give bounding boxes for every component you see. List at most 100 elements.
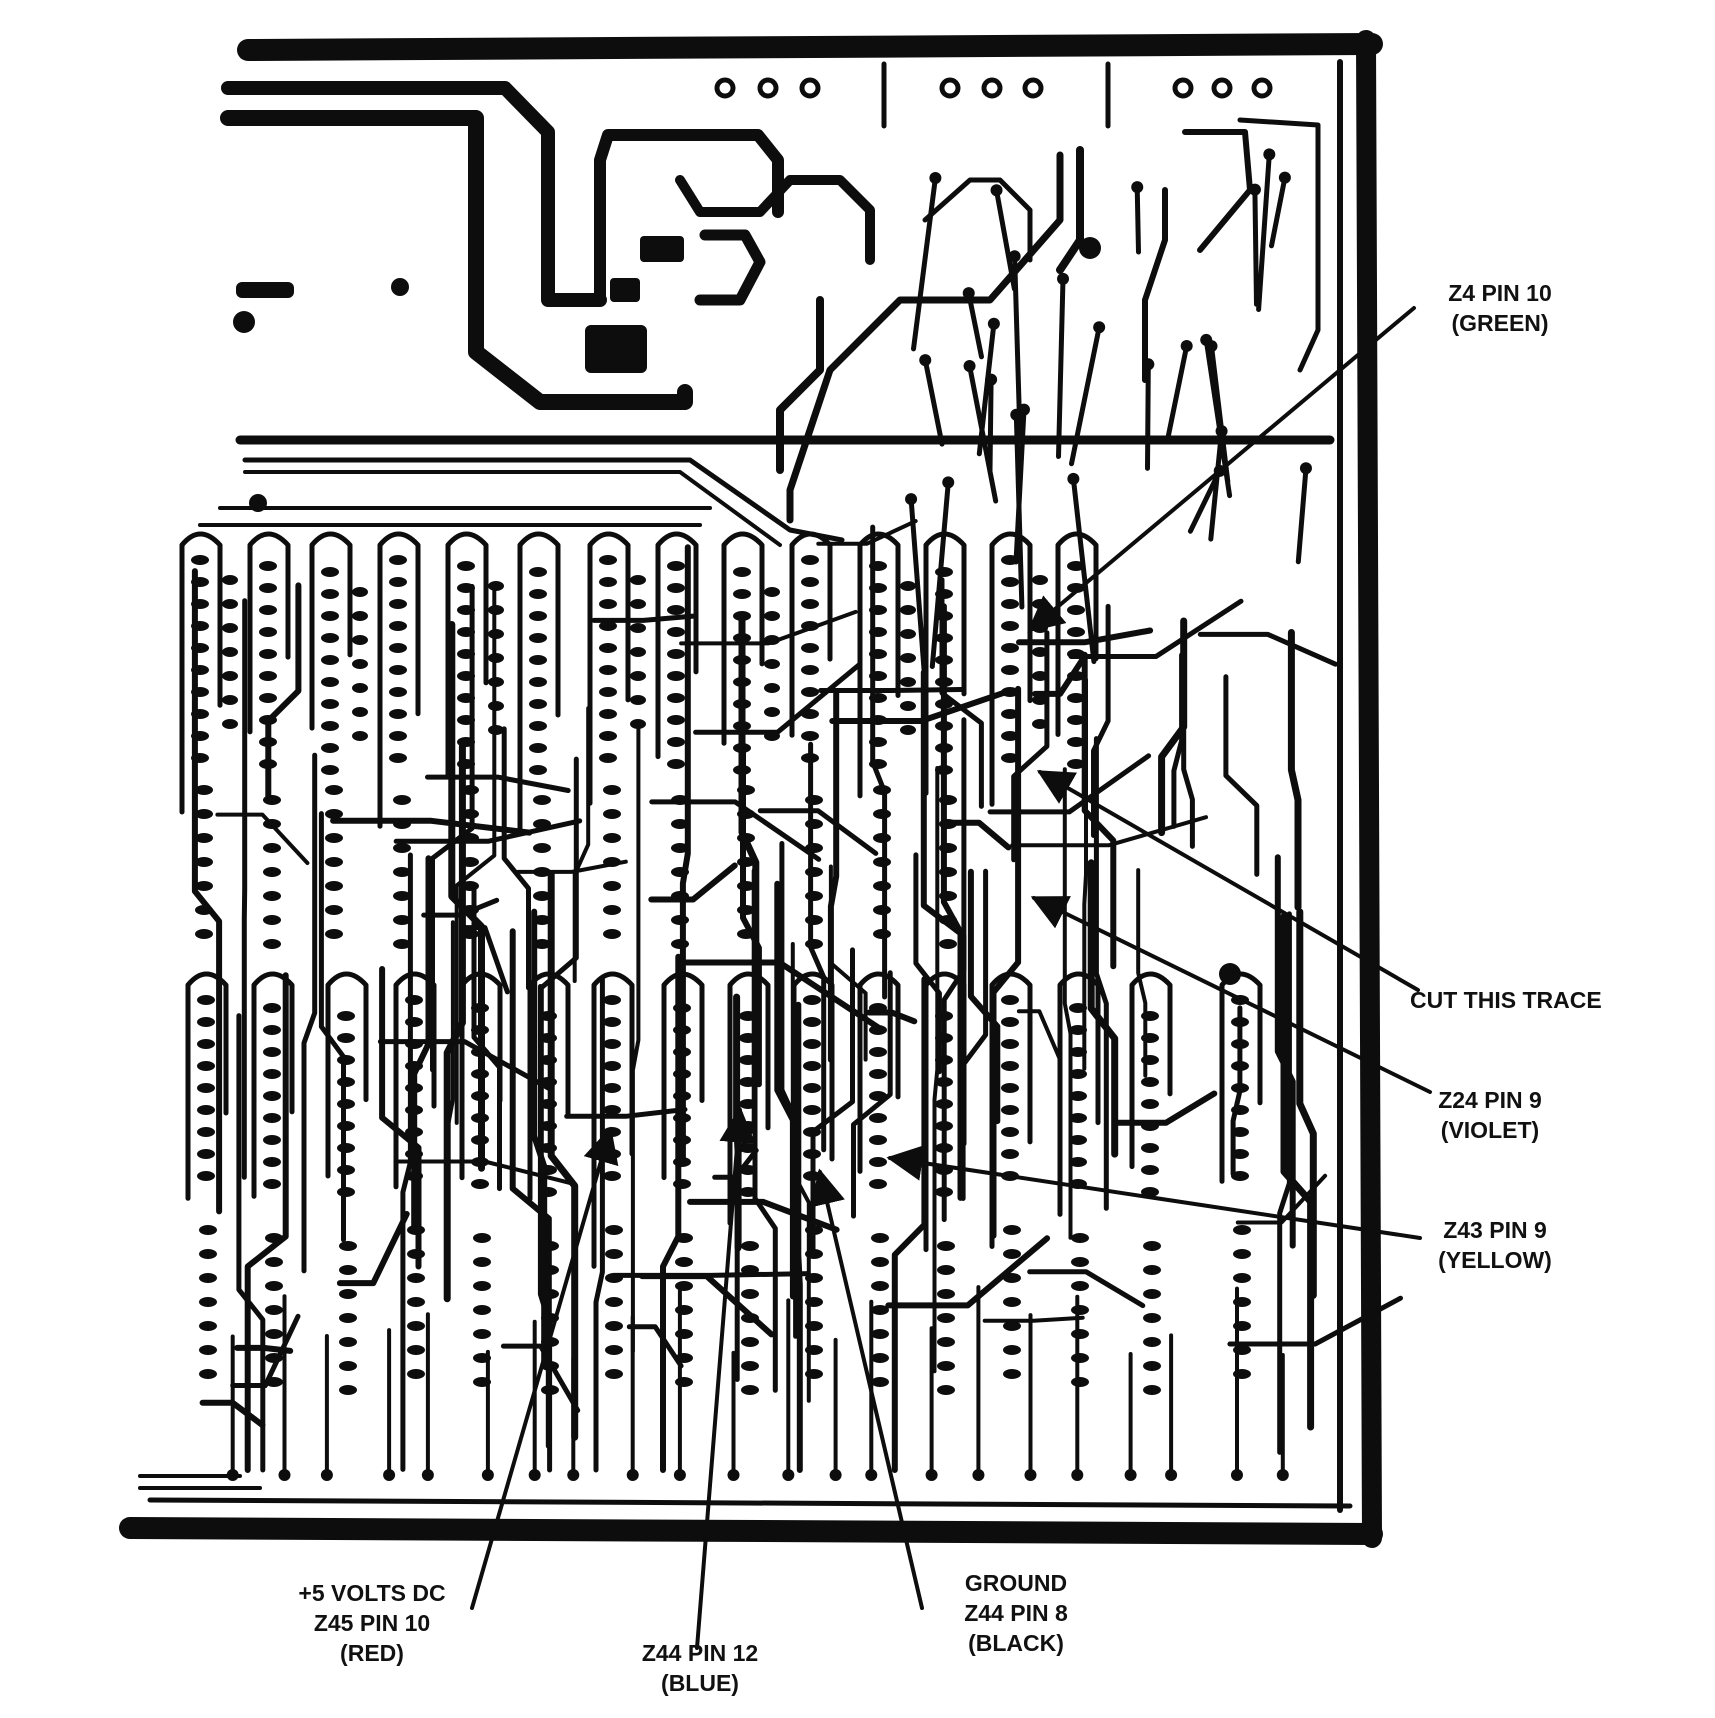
ic-pad: [473, 1305, 491, 1315]
ic-pad: [389, 753, 407, 763]
ic-pad: [471, 1025, 489, 1035]
callout-z43-pin9-line1: Z43 PIN 9: [1395, 1215, 1595, 1245]
ic-pad: [741, 1289, 759, 1299]
ic-pad: [539, 1055, 557, 1065]
ic-pad: [873, 857, 891, 867]
ic-pad: [352, 659, 368, 669]
ic-pad: [337, 1099, 355, 1109]
ic-pad: [461, 833, 479, 843]
ic-pad: [667, 627, 685, 637]
ic-pad: [675, 1305, 693, 1315]
ic-pad: [259, 649, 277, 659]
ic-pad: [667, 583, 685, 593]
ic-pad: [737, 929, 755, 939]
ic-pad: [603, 929, 621, 939]
ic-pad: [1231, 1061, 1249, 1071]
ic-pad: [733, 743, 751, 753]
ic-pad: [263, 1135, 281, 1145]
ic-pad: [1001, 1127, 1019, 1137]
ic-pad: [259, 627, 277, 637]
ic-pad: [900, 725, 916, 735]
ic-pad: [667, 605, 685, 615]
ic-pad: [871, 1377, 889, 1387]
ic-pad: [603, 1171, 621, 1181]
ic-pad: [1069, 1047, 1087, 1057]
ic-pad: [805, 1249, 823, 1259]
ic-pad: [667, 737, 685, 747]
ic-pad: [1009, 250, 1021, 262]
ic-pad: [265, 1233, 283, 1243]
ic-pad: [1143, 1337, 1161, 1347]
ic-pad: [764, 635, 780, 645]
ic-pad: [222, 575, 238, 585]
ic-pad: [352, 683, 368, 693]
ic-pad: [197, 1039, 215, 1049]
ic-pad: [935, 743, 953, 753]
ic-pad: [667, 649, 685, 659]
ic-pad: [422, 1469, 434, 1481]
ic-pad: [222, 599, 238, 609]
ic-pad: [393, 891, 411, 901]
ic-pad: [801, 731, 819, 741]
ic-pad: [1141, 1011, 1159, 1021]
signal-trace: [985, 1318, 1083, 1321]
ic-pad: [1001, 665, 1019, 675]
ic-pad: [673, 1069, 691, 1079]
ic-pad: [985, 374, 997, 386]
connector-holes: [717, 80, 1270, 96]
ic-pad: [1231, 1105, 1249, 1115]
ic-pad: [764, 659, 780, 669]
ic-pad: [339, 1385, 357, 1395]
ic-pad: [1032, 575, 1048, 585]
ic-pad: [937, 1385, 955, 1395]
ic-pad: [1069, 1003, 1087, 1013]
ic-pad: [1001, 1083, 1019, 1093]
ic-pad: [1277, 1469, 1289, 1481]
ic-pad: [1279, 172, 1291, 184]
ic-pad: [1233, 1321, 1251, 1331]
ic-pad: [603, 833, 621, 843]
ic-pad: [605, 1369, 623, 1379]
ic-pad: [871, 1281, 889, 1291]
ic-pad: [1069, 1025, 1087, 1035]
ic-pad: [539, 1165, 557, 1175]
ic-pad: [1231, 1127, 1249, 1137]
ic-pad: [803, 1017, 821, 1027]
ic-pad: [339, 1289, 357, 1299]
ic-pad: [673, 1003, 691, 1013]
ic-pad: [1032, 671, 1048, 681]
ic-pad: [673, 1135, 691, 1145]
ic-pad: [265, 1353, 283, 1363]
ic-pad: [929, 172, 941, 184]
signal-trace: [1291, 633, 1298, 908]
callout-z24-pin9-line1: Z24 PIN 9: [1390, 1085, 1590, 1115]
ic-pad: [325, 929, 343, 939]
ic-pad: [263, 1025, 281, 1035]
ic-pad: [389, 621, 407, 631]
ic-pad: [803, 1061, 821, 1071]
ic-pad: [197, 1149, 215, 1159]
ic-pad: [1131, 181, 1143, 193]
ic-pad: [605, 1321, 623, 1331]
ic-pad: [195, 881, 213, 891]
ic-pad: [389, 665, 407, 675]
ic-pad: [739, 1143, 757, 1153]
ic-pad: [937, 1289, 955, 1299]
ic-pad: [871, 1233, 889, 1243]
ic-pad: [1071, 1257, 1089, 1267]
ic-pad: [1067, 605, 1085, 615]
ic-pad: [339, 1337, 357, 1347]
ic-pad: [737, 809, 755, 819]
ic-pad: [737, 857, 755, 867]
ic-pad: [222, 719, 238, 729]
ic-pad: [935, 1187, 953, 1197]
ic-pad: [1141, 1077, 1159, 1087]
ic-pad: [937, 1313, 955, 1323]
ic-pad: [733, 699, 751, 709]
ic-pad: [191, 731, 209, 741]
ic-pad: [603, 1061, 621, 1071]
ic-pad: [407, 1321, 425, 1331]
ic-pad: [667, 671, 685, 681]
ic-pad: [263, 1157, 281, 1167]
ic-pad: [667, 693, 685, 703]
